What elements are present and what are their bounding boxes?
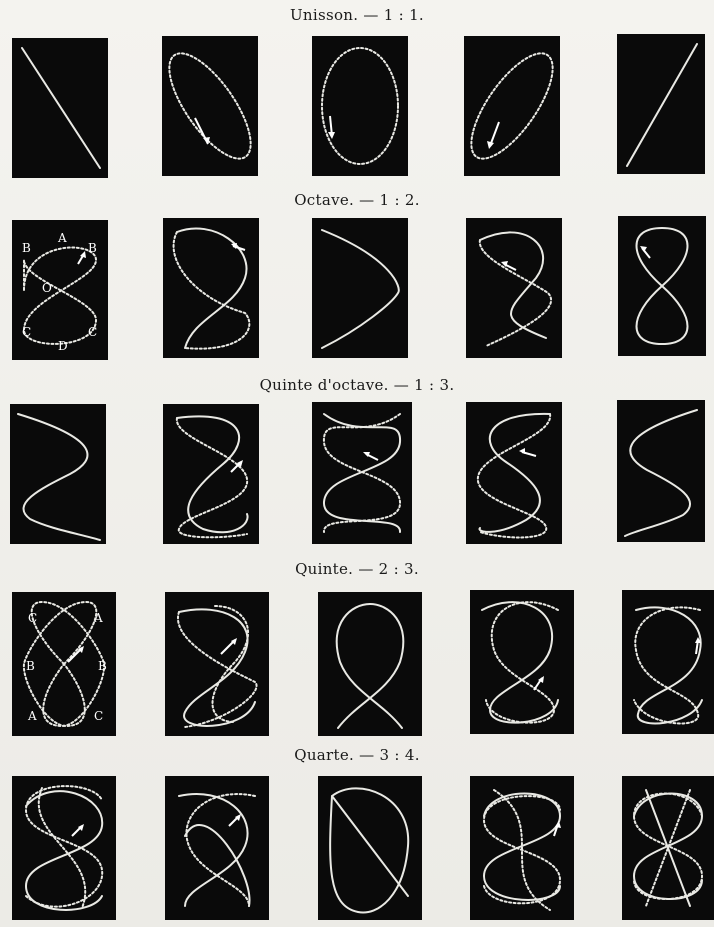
lissajous-curve — [163, 218, 259, 358]
row-title-unisson: Unisson. — 1 : 1. — [0, 6, 714, 24]
panel-quinte-4 — [470, 590, 574, 734]
point-label-o: O — [42, 281, 52, 295]
panel-quinte-3 — [318, 592, 422, 736]
panel-quinte-2 — [165, 592, 269, 736]
lissajous-curve — [162, 36, 258, 176]
panel-quinte-octave-4 — [466, 402, 562, 544]
lissajous-curve — [312, 218, 408, 358]
lissajous-curve — [312, 402, 412, 544]
lissajous-curve — [165, 776, 269, 920]
point-label-c: C — [28, 611, 37, 625]
panel-quinte-octave-1 — [10, 404, 106, 544]
lissajous-curve — [165, 592, 269, 736]
point-label-a: A — [93, 611, 103, 625]
panel-quarte-5 — [622, 776, 714, 920]
point-label-b: B — [26, 659, 35, 673]
row-title-octave: Octave. — 1 : 2. — [0, 191, 714, 209]
panel-quinte-octave-2 — [163, 404, 259, 544]
lissajous-curve — [464, 36, 560, 176]
point-label-b-prime: B — [88, 241, 97, 255]
lissajous-curve — [312, 36, 408, 176]
lissajous-curve — [617, 34, 705, 174]
lissajous-curve — [618, 216, 706, 356]
panel-quinte-5 — [622, 590, 714, 734]
panel-unisson-1 — [12, 38, 108, 178]
lissajous-curve — [617, 400, 705, 542]
panel-unisson-3 — [312, 36, 408, 176]
lissajous-curve — [12, 776, 116, 920]
panel-quarte-3 — [318, 776, 422, 920]
lissajous-curve — [466, 218, 562, 358]
point-label-c-prime: C — [88, 325, 97, 339]
panel-quarte-4 — [470, 776, 574, 920]
panel-quinte-1: C A B B A C — [12, 592, 116, 736]
lissajous-curve — [622, 776, 714, 920]
row-title-quinte-octave: Quinte d'octave. — 1 : 3. — [0, 376, 714, 394]
lissajous-curve — [10, 404, 106, 544]
panel-quarte-2 — [165, 776, 269, 920]
lissajous-curve — [318, 776, 422, 920]
point-label-a: A — [57, 231, 67, 245]
lissajous-curve — [470, 776, 574, 920]
panel-octave-4 — [466, 218, 562, 358]
lissajous-curve — [470, 590, 574, 734]
panel-octave-1: B A B O C D C — [12, 220, 108, 360]
point-label-b: B — [22, 241, 31, 255]
row-title-quinte: Quinte. — 2 : 3. — [0, 560, 714, 578]
lissajous-curve — [466, 402, 562, 544]
panel-octave-2 — [163, 218, 259, 358]
point-label-a-prime: A — [27, 709, 37, 723]
panel-quarte-1 — [12, 776, 116, 920]
panel-octave-3 — [312, 218, 408, 358]
lissajous-curve — [622, 590, 714, 734]
lissajous-curve: B A B O C D C — [12, 220, 108, 360]
panel-unisson-4 — [464, 36, 560, 176]
lissajous-curve — [318, 592, 422, 736]
panel-octave-5 — [618, 216, 706, 356]
point-label-b-prime: B — [98, 659, 107, 673]
lissajous-curve: C A B B A C — [12, 592, 116, 736]
point-label-c-prime: C — [94, 709, 103, 723]
panel-unisson-5 — [617, 34, 705, 174]
point-label-c: C — [22, 325, 31, 339]
lissajous-curve — [12, 38, 108, 178]
panel-unisson-2 — [162, 36, 258, 176]
point-label-d: D — [58, 339, 68, 353]
panel-quinte-octave-5 — [617, 400, 705, 542]
panel-quinte-octave-3 — [312, 402, 412, 544]
row-title-quarte: Quarte. — 3 : 4. — [0, 746, 714, 764]
lissajous-curve — [163, 404, 259, 544]
